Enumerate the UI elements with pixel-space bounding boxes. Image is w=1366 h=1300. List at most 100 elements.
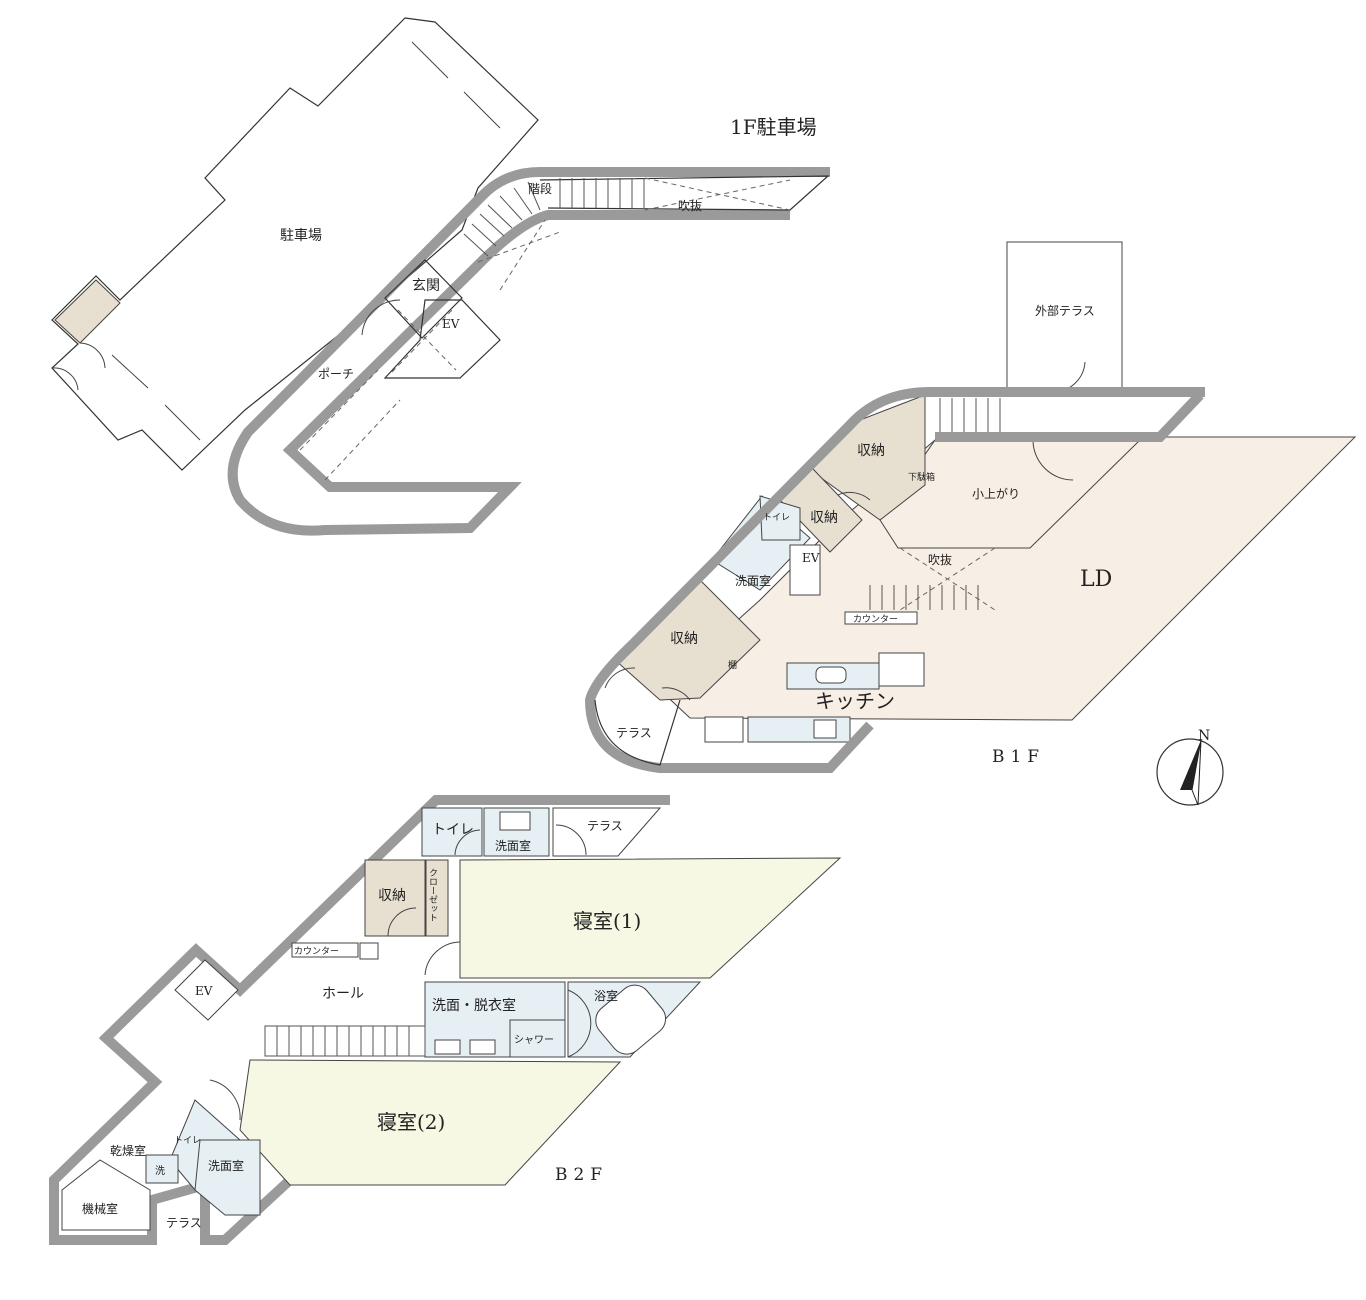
- ev-x: [397, 309, 457, 371]
- label-ld: LD: [1080, 567, 1112, 592]
- sink-icon: [815, 666, 847, 684]
- floor-b1: 外部テラス 収納 小上がり 収納 トイレ EV 洗面室 吹抜 カウンター LD …: [584, 241, 1357, 773]
- door-swing: [361, 299, 401, 336]
- door-swing: [1032, 439, 1074, 481]
- closet: [425, 859, 449, 937]
- stall-mark: [411, 41, 449, 79]
- door-swing: [209, 1079, 241, 1121]
- label-storage-mid: 収納: [810, 510, 838, 526]
- label-closet: クローゼット: [427, 868, 438, 922]
- label-terrace-b2-low: テラス: [166, 1216, 202, 1230]
- storage-b2: [364, 859, 426, 937]
- b1-outer-wall: [584, 387, 1205, 773]
- door-swing: [555, 824, 587, 856]
- label-hall: ホール: [322, 986, 364, 1002]
- door-swing: [837, 491, 871, 501]
- label-exterior-terrace: 外部テラス: [1035, 303, 1095, 318]
- ev-shaft-1f: [383, 299, 501, 379]
- floor-label-b1: B1F: [992, 747, 1045, 767]
- bedroom2: [239, 1059, 622, 1186]
- label-wash: 洗: [155, 1165, 165, 1177]
- label-stairs: 階段: [528, 181, 552, 196]
- ev-x: [391, 307, 455, 373]
- label-toilet-b2-low: トイレ: [174, 1136, 201, 1146]
- compass-n-label: N: [1198, 728, 1210, 744]
- label-storage-low: 収納: [670, 631, 698, 647]
- label-void-1f: 吹抜: [678, 199, 702, 213]
- door-swing: [661, 687, 691, 701]
- label-entrance: 玄関: [412, 277, 440, 294]
- label-washroom-b1: 洗面室: [735, 573, 771, 588]
- upper-stair-zone: [539, 175, 830, 211]
- b2-outer-wall: [49, 795, 670, 1245]
- terrace-b1: [594, 699, 681, 766]
- exterior-terrace: [1006, 241, 1123, 389]
- label-terrace-b2-top: テラス: [587, 819, 623, 833]
- void-x: [477, 231, 561, 263]
- label-bedroom1: 寝室(1): [573, 909, 641, 933]
- label-toilet-b1: トイレ: [763, 513, 790, 523]
- void-x: [499, 219, 546, 291]
- label-ev-1f: EV: [442, 317, 460, 331]
- label-machine: 機械室: [82, 1201, 118, 1216]
- washer-box: [145, 1154, 179, 1184]
- stove-icon: [813, 719, 837, 739]
- label-counter-b1: カウンター: [853, 614, 898, 625]
- label-porch: ポーチ: [318, 367, 354, 381]
- stairs-b2: [264, 1025, 426, 1057]
- machine-room: [61, 1159, 151, 1231]
- label-shoe-cabinet: 下駄箱: [908, 471, 935, 483]
- door-swing: [604, 667, 636, 689]
- basin-icon: [469, 1039, 496, 1055]
- stairs-b1: [869, 398, 1001, 610]
- floor-label-1f: 1F駐車場: [730, 115, 817, 139]
- label-shower: シャワー: [514, 1035, 554, 1046]
- label-washroom-b2-top: 洗面室: [495, 838, 531, 853]
- washroom-b2-low: [194, 1139, 261, 1216]
- stall-mark: [111, 354, 149, 389]
- label-parking: 駐車場: [280, 227, 322, 244]
- void-x: [324, 399, 401, 481]
- door-swing: [79, 342, 106, 369]
- compass-icon: N: [1156, 728, 1224, 806]
- ev-b1: [789, 544, 821, 596]
- label-shelf: 棚: [728, 659, 737, 671]
- label-counter-b2: カウンター: [294, 946, 339, 957]
- stall-mark: [164, 404, 201, 441]
- parking-area: [51, 17, 539, 471]
- stall-mark: [463, 91, 501, 129]
- basin-icon: [434, 1039, 461, 1055]
- corridor-wall: [227, 167, 830, 536]
- label-storage-top: 収納: [857, 443, 885, 459]
- label-bedroom2: 寝室(2): [377, 1110, 445, 1134]
- label-toilet-b2-top: トイレ: [432, 822, 474, 838]
- counter-b1: [844, 611, 918, 625]
- void-x: [644, 177, 791, 211]
- label-bath: 浴室: [594, 988, 618, 1003]
- label-kitchen: キッチン: [815, 689, 895, 713]
- kitchen-counter: [878, 652, 925, 687]
- vent-icon: [359, 942, 379, 960]
- terrace-b2-top: [552, 807, 662, 857]
- door-swing: [387, 907, 417, 937]
- entrance-zone: [384, 259, 463, 339]
- label-storage-b2: 収納: [378, 888, 406, 904]
- label-washroom-b2-low: 洗面室: [208, 1158, 244, 1173]
- door-swing: [424, 941, 461, 976]
- bedroom1: [459, 857, 842, 979]
- floor-1f: 駐車場 玄関 EV ポーチ 吹抜 階段 1F駐車場: [51, 17, 830, 536]
- door-swing: [51, 367, 79, 391]
- shower-room: [509, 1019, 566, 1058]
- label-loft: 小上がり: [972, 486, 1020, 501]
- storage-box: [54, 279, 121, 344]
- label-drying: 乾燥室: [110, 1143, 146, 1158]
- label-terrace-b1: テラス: [616, 726, 652, 740]
- b1-inner-wall: [935, 391, 1204, 442]
- void-x: [299, 369, 379, 451]
- ev-b2: [174, 959, 239, 1021]
- stairs-1f: [463, 178, 645, 257]
- bathtub-icon: [595, 984, 667, 1055]
- void-x: [899, 547, 996, 611]
- floor-label-b2: B2F: [555, 1165, 608, 1185]
- label-void-b1: 吹抜: [928, 553, 952, 567]
